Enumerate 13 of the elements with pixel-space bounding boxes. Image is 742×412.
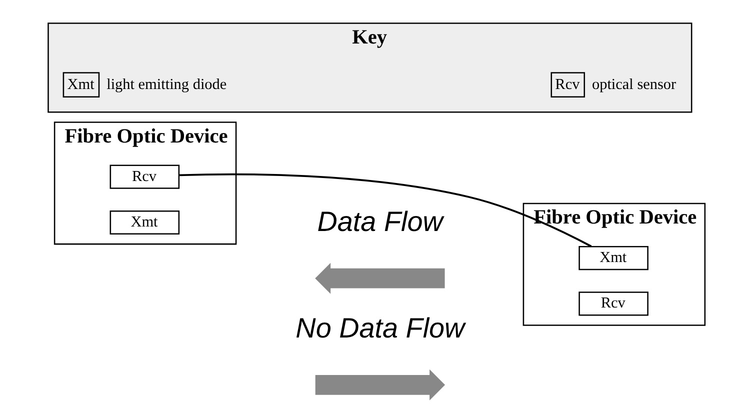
node-box: Rcv [578, 292, 648, 316]
node-box: Xmt [62, 72, 100, 98]
node-box: Xmt [109, 210, 180, 235]
node-label: optical sensor [591, 76, 676, 93]
node-arrow [314, 369, 445, 400]
node-box: Rcv [550, 72, 584, 98]
label: No Data Flow [295, 312, 464, 344]
node-box: Xmt [578, 246, 648, 270]
node-box: Rcv [109, 164, 180, 189]
connector [178, 173, 592, 248]
node-arrow [314, 262, 444, 294]
label: Data Flow [316, 206, 442, 237]
node-label: light emitting diode [106, 76, 226, 93]
